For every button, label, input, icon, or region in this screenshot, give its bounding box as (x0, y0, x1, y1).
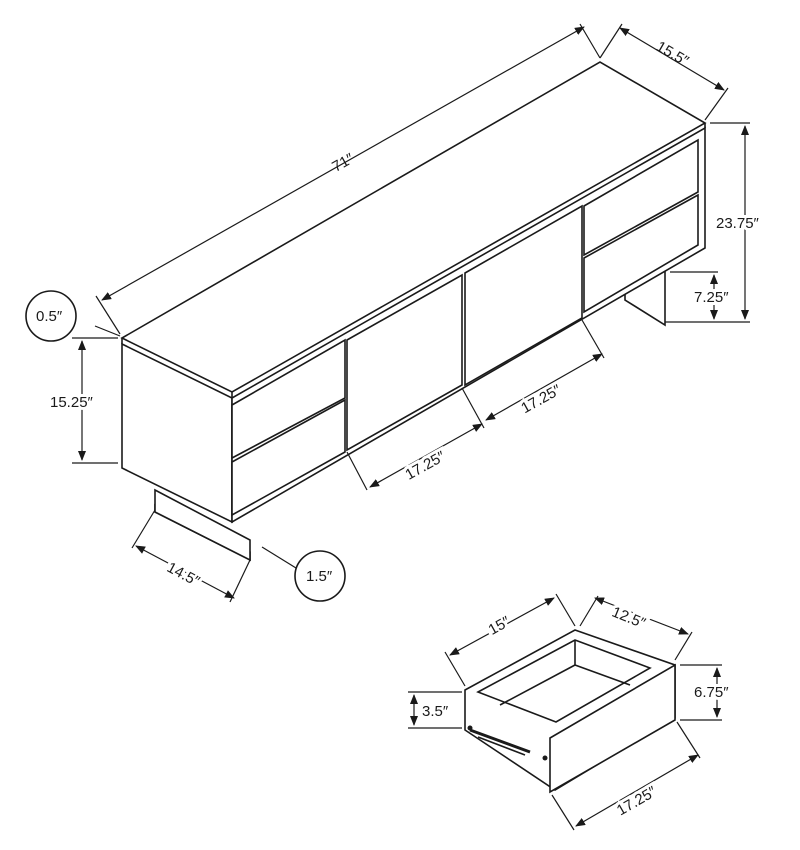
cabinet (120, 61, 707, 562)
label-top-thickness: 0.5″ (36, 308, 63, 325)
drawer-dimension-lines (408, 593, 722, 831)
callout-circle-top-thickness (25, 290, 77, 342)
label-drawer-side-height: 3.5″ (422, 703, 449, 720)
label-leg-depth: 14.5″ (164, 559, 203, 591)
label-door-left-width: 17.25″ (402, 448, 448, 484)
label-depth: 15.5″ (653, 38, 692, 70)
dimension-lines (72, 23, 750, 603)
drawer-left-upper (231, 338, 346, 460)
drawer-detail (464, 629, 676, 794)
label-door-right-width: 17.25″ (518, 381, 564, 417)
callout-circle-leg-thickness (294, 550, 346, 602)
drawer-interior (476, 639, 652, 723)
label-drawer-front-height: 6.75″ (694, 684, 729, 701)
label-leg-thickness: 1.5″ (306, 568, 333, 585)
label-width: 71″ (329, 150, 357, 176)
label-leg-clearance: 7.25″ (694, 289, 729, 306)
label-height: 23.75″ (716, 215, 760, 232)
label-side-height: 15.25″ (50, 394, 94, 411)
label-drawer-depth: 12.5″ (609, 604, 648, 633)
drawer-left-lower (231, 398, 346, 517)
label-drawer-width: 15″ (486, 613, 514, 639)
label-drawer-front-width: 17.25″ (614, 783, 660, 819)
